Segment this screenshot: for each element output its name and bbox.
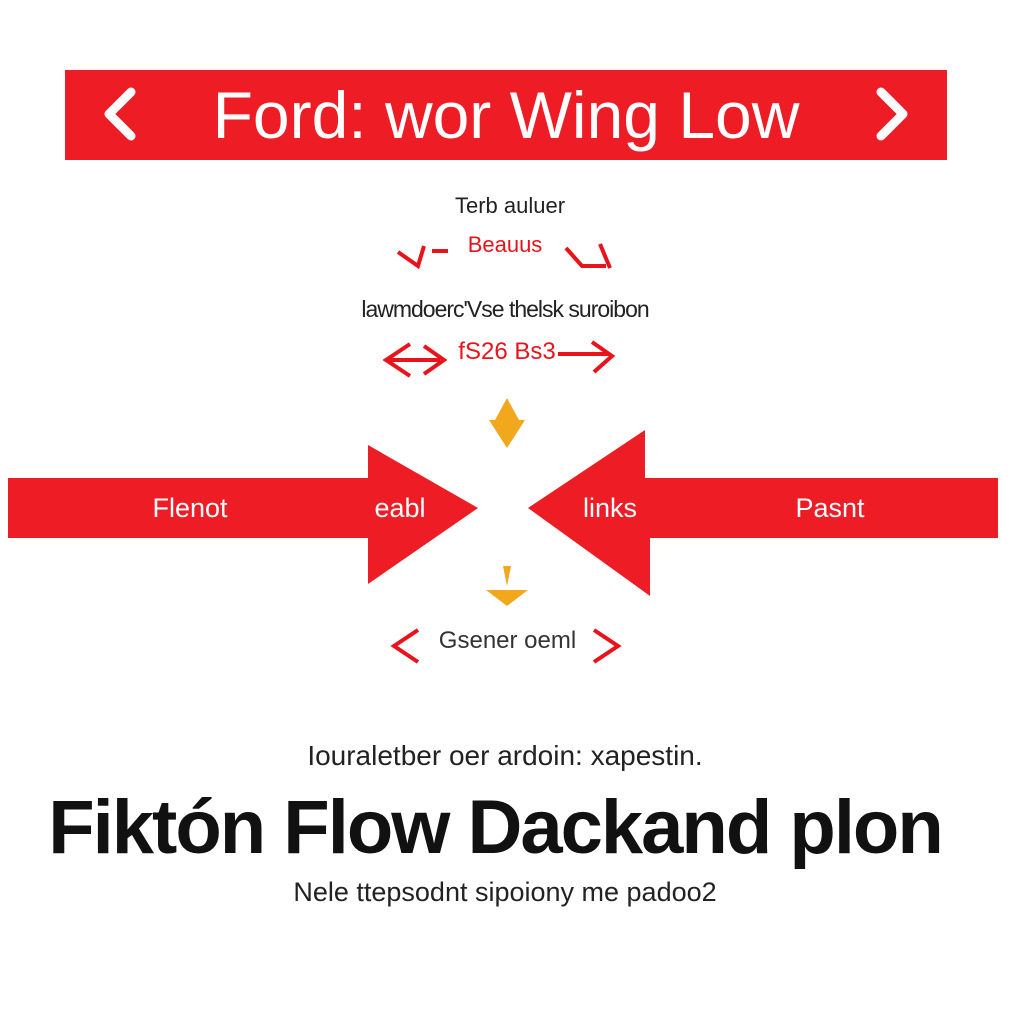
footer-note: Nele ttepsodnt sipoiony me padoo2 [293,877,717,907]
banner-title: Ford: wor Wing Low [212,78,800,152]
small-arrow-left-icon [396,245,448,270]
left-arrow-outer-label: Flenot [152,493,228,523]
flow-label-3: lawmdoerc'Vse thelsk suroibon [361,296,649,322]
right-arrow-shape [528,430,998,596]
chevron-left-small-icon [390,628,420,664]
left-arrow-shape [8,445,478,584]
flow-label-1: Terb auluer [454,193,566,218]
right-arrow-inner-label: links [582,493,637,523]
small-arrow-right-2-icon [558,340,616,374]
main-heading: Fiktón Flow Dackand plon [48,785,944,870]
right-arrow-outer-label: Pasnt [795,493,865,523]
flow-label-4: fS26 Bs3 [458,338,556,365]
small-arrow-right-icon [564,243,612,269]
marker-top-icon [489,398,525,448]
marker-bottom-icon [486,566,528,606]
chevron-right-icon[interactable] [863,78,923,150]
left-arrow-inner-label: eabl [374,493,426,523]
chevron-right-small-icon [592,628,622,664]
title-banner: Ford: wor Wing Low [65,70,947,160]
small-arrow-left-2-icon [382,342,448,378]
caption-text: Iouraletber oer ardoin: xapestin. [307,740,703,771]
flow-label-2: Beauus [467,232,543,257]
flow-label-5: Gsener oeml [438,627,577,654]
chevron-left-icon[interactable] [89,78,149,150]
